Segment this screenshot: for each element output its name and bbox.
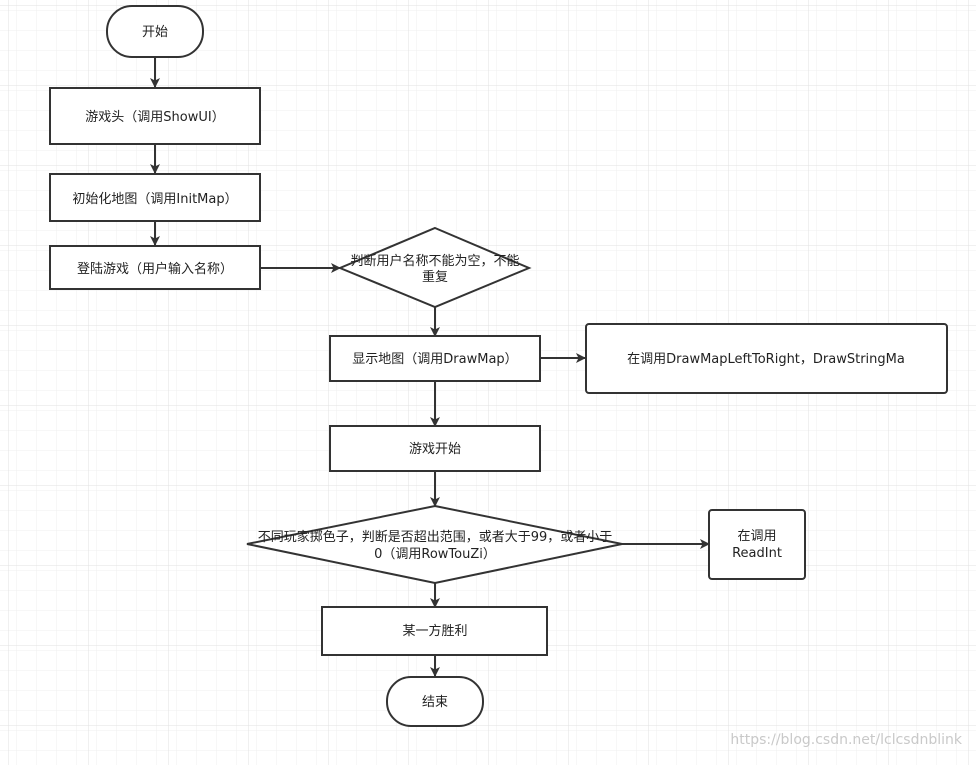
roll-dice-decision <box>246 504 623 585</box>
read-int-label-line1: 在调用 <box>737 529 776 544</box>
roll-dice-label-line2: 0（调用RowTouZi） <box>374 547 496 562</box>
end-label: 结束 <box>422 695 448 710</box>
labels: 开始 游戏头（调用ShowUI） 初始化地图（调用InitMap） 登陆游戏（用… <box>72 25 904 710</box>
connectors <box>150 57 710 677</box>
winner-process <box>321 606 548 656</box>
game-start-process <box>329 425 541 472</box>
draw-map-process <box>329 335 541 382</box>
login-label: 登陆游戏（用户输入名称） <box>77 261 233 277</box>
login-process <box>49 245 261 290</box>
winner-label: 某一方胜利 <box>402 623 467 639</box>
init-map-process <box>49 173 261 222</box>
game-start-label: 游戏开始 <box>409 442 461 457</box>
end-terminator <box>386 676 484 727</box>
check-name-label-line1: 判断用户名称不能为空，不能 <box>350 253 519 269</box>
roll-dice-label-line1: 不同玩家掷色子，判断是否超出范围，或者大于99，或者小于 <box>258 529 613 545</box>
draw-map-label: 显示地图（调用DrawMap） <box>352 352 517 367</box>
check-name-label-line2: 重复 <box>422 269 448 285</box>
draw-map-detail-process <box>585 323 948 394</box>
header-label: 游戏头（调用ShowUI） <box>85 110 224 125</box>
draw-map-detail-label: 在调用DrawMapLeftToRight，DrawStringMa <box>627 352 905 367</box>
check-name-decision <box>337 226 532 309</box>
start-terminator <box>106 5 204 58</box>
header-process <box>49 87 261 145</box>
watermark: https://blog.csdn.net/lclcsdnblink <box>730 732 963 748</box>
shapes <box>49 5 948 727</box>
read-int-process <box>708 509 806 580</box>
init-map-label: 初始化地图（调用InitMap） <box>72 192 237 207</box>
start-label: 开始 <box>142 25 168 40</box>
read-int-label-line2: ReadInt <box>732 546 782 561</box>
